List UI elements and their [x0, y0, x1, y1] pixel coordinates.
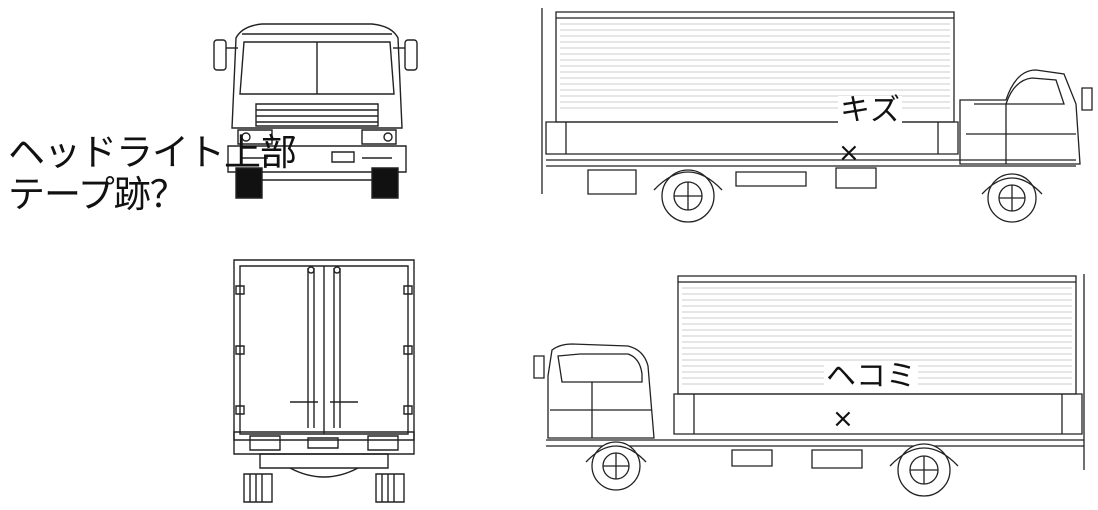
right-side-damage-marker: × — [838, 138, 860, 168]
truck-front-view — [212, 18, 422, 203]
truck-left-side-view — [532, 270, 1092, 506]
front-note-line1: ヘッドライト上部 — [8, 131, 297, 174]
truck-rear-view — [230, 256, 420, 504]
truck-right-side-view — [536, 4, 1094, 226]
front-note-line2: テープ跡？ — [8, 173, 187, 216]
right-side-damage-label: キズ — [838, 93, 902, 128]
left-side-damage-marker: × — [832, 404, 854, 434]
left-side-damage-label: ヘコミ — [824, 359, 918, 394]
